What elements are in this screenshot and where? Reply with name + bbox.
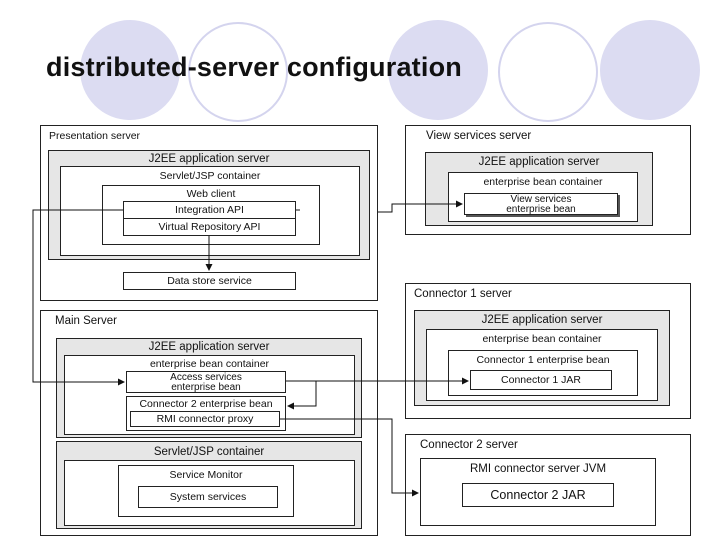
decor-circle-5 (600, 20, 700, 120)
connector1-jar: Connector 1 JAR (470, 370, 612, 390)
integration-api-label: Integration API (175, 204, 244, 216)
connector2-bean-label: Connector 2 enterprise bean (139, 398, 273, 410)
service-monitor-label: Service Monitor (169, 469, 243, 481)
main-server-title: Main Server (55, 315, 117, 327)
connector2-server-title: Connector 2 server (420, 439, 518, 451)
system-services: System services (138, 486, 278, 508)
rmi-connector-proxy-label: RMI connector proxy (156, 413, 254, 425)
connector2-jar: Connector 2 JAR (462, 483, 614, 507)
view-j2ee-label: J2EE application server (478, 156, 600, 168)
decor-circle-4 (498, 22, 598, 122)
connector2-jar-label: Connector 2 JAR (490, 488, 586, 502)
view-services-server-title: View services server (426, 130, 532, 142)
decor-circle-1 (80, 20, 180, 120)
view-ejb-container-label: enterprise bean container (483, 176, 603, 188)
view-services-line1: View services (510, 194, 572, 205)
data-store-service-label: Data store service (167, 275, 252, 287)
connector1-ejb-container-label: enterprise bean container (482, 333, 602, 345)
rmi-jvm-label: RMI connector server JVM (469, 463, 607, 475)
view-services-line2: enterprise bean (506, 204, 576, 215)
connector1-server-title: Connector 1 server (414, 288, 512, 300)
data-store-service: Data store service (123, 272, 296, 290)
virtual-repository-api-label: Virtual Repository API (158, 221, 261, 233)
connector1-jar-label: Connector 1 JAR (501, 374, 581, 386)
connector1-bean-label: Connector 1 enterprise bean (476, 354, 610, 366)
slide-title: distributed-server configuration (46, 52, 462, 82)
view-services-bean: View services enterprise bean (464, 193, 618, 215)
access-services-line2: enterprise bean (171, 382, 241, 393)
decor-circle-2 (188, 22, 288, 122)
connector1-j2ee-label: J2EE application server (481, 314, 603, 326)
rmi-connector-proxy: RMI connector proxy (130, 411, 280, 427)
web-client-label: Web client (186, 188, 236, 200)
access-services-line1: Access services (170, 372, 242, 383)
main-servlet-label: Servlet/JSP container (153, 446, 265, 458)
presentation-server-title: Presentation server (49, 130, 141, 142)
virtual-repository-api: Virtual Repository API (123, 218, 296, 236)
decor-circle-3 (388, 20, 488, 120)
integration-api: Integration API (123, 201, 296, 219)
presentation-servlet-label: Servlet/JSP container (159, 170, 261, 182)
system-services-label: System services (169, 491, 247, 503)
main-ejb-container-label: enterprise bean container (149, 358, 270, 370)
access-services-bean: Access services enterprise bean (126, 371, 286, 393)
main-j2ee-label: J2EE application server (148, 341, 270, 353)
presentation-j2ee-label: J2EE application server (148, 153, 270, 165)
